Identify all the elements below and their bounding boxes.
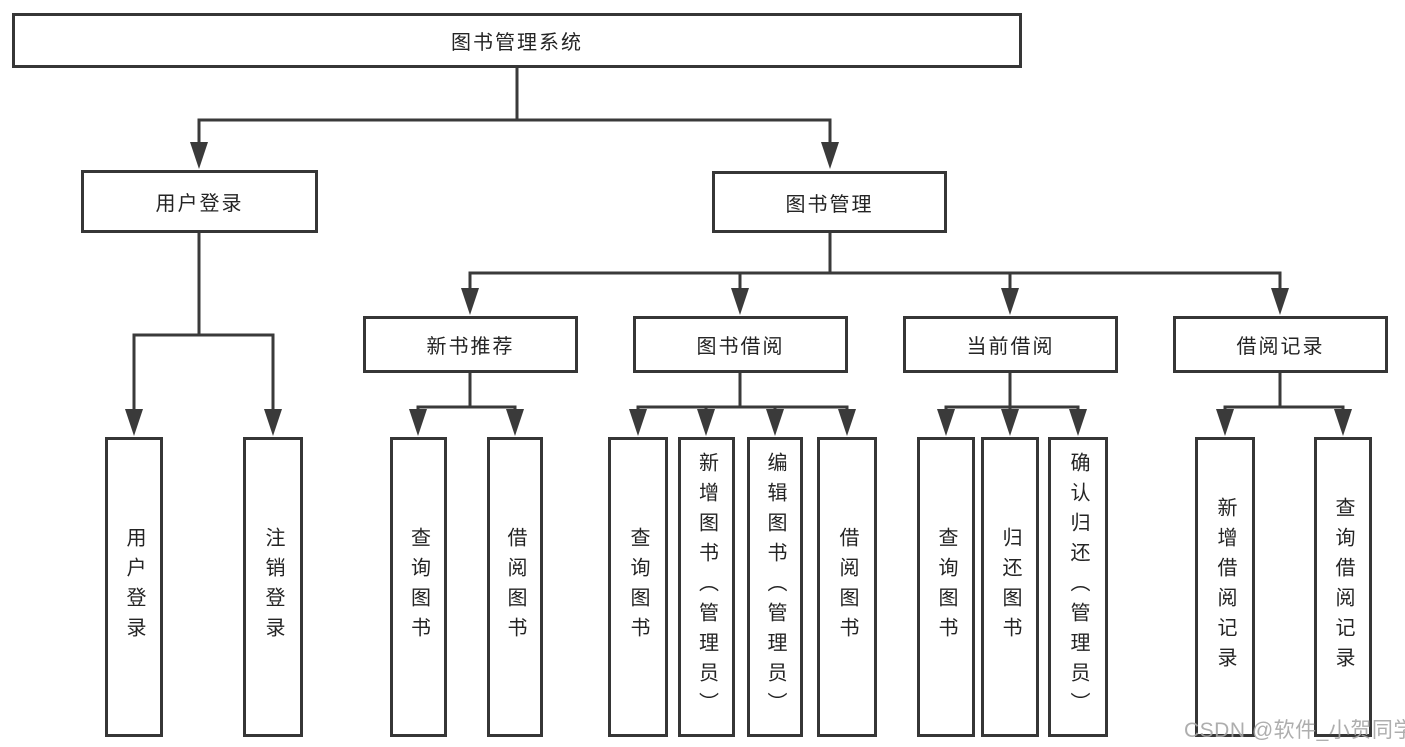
leaf-edit-book-admin: 编辑图书（管理员） — [747, 437, 803, 737]
node-borrowing-records: 借阅记录 — [1173, 316, 1388, 373]
leaf-label: 用户登录 — [123, 527, 145, 647]
node-book-management: 图书管理 — [712, 171, 947, 233]
node-label: 新书推荐 — [426, 336, 515, 358]
leaf-query-books-borrowing: 查询图书 — [608, 437, 668, 737]
leaf-label: 新增借阅记录 — [1214, 497, 1236, 677]
leaf-label: 注销登录 — [262, 527, 284, 647]
node-current-borrowing: 当前借阅 — [903, 316, 1118, 373]
node-label: 图书管理系统 — [451, 32, 583, 54]
leaf-label: 编辑图书（管理员） — [764, 452, 786, 722]
leaf-label: 查询图书 — [627, 527, 649, 647]
node-label: 图书借阅 — [696, 336, 785, 358]
leaf-query-books-current: 查询图书 — [917, 437, 975, 737]
leaf-label: 查询借阅记录 — [1332, 497, 1354, 677]
leaf-query-books-newbook: 查询图书 — [390, 437, 447, 737]
leaf-add-borrow-record: 新增借阅记录 — [1195, 437, 1255, 737]
leaf-label: 确认归还（管理员） — [1067, 452, 1089, 722]
leaf-confirm-return-admin: 确认归还（管理员） — [1048, 437, 1108, 737]
leaf-borrow-books-borrowing: 借阅图书 — [817, 437, 877, 737]
leaf-label: 新增图书（管理员） — [695, 452, 718, 722]
csdn-watermark: CSDN @软件_小贺同学 — [1184, 719, 1405, 742]
leaf-label: 借阅图书 — [836, 527, 858, 647]
leaf-label: 查询图书 — [935, 527, 957, 647]
node-book-borrowing: 图书借阅 — [633, 316, 848, 373]
leaf-query-borrow-record: 查询借阅记录 — [1314, 437, 1372, 737]
leaf-borrow-books-newbook: 借阅图书 — [487, 437, 543, 737]
leaf-add-book-admin: 新增图书（管理员） — [678, 437, 735, 737]
node-label: 借阅记录 — [1236, 336, 1325, 358]
leaf-label: 借阅图书 — [504, 527, 526, 647]
node-label: 当前借阅 — [966, 336, 1055, 358]
leaf-user-login: 用户登录 — [105, 437, 163, 737]
leaf-return-book: 归还图书 — [981, 437, 1039, 737]
node-library-management-system: 图书管理系统 — [12, 13, 1022, 68]
leaf-label: 归还图书 — [999, 527, 1021, 647]
node-label: 用户登录 — [155, 193, 244, 215]
node-label: 图书管理 — [785, 193, 874, 216]
leaf-logout: 注销登录 — [243, 437, 303, 737]
node-new-book-recommendation: 新书推荐 — [363, 316, 578, 373]
node-user-login: 用户登录 — [81, 170, 318, 233]
leaf-label: 查询图书 — [407, 527, 430, 647]
